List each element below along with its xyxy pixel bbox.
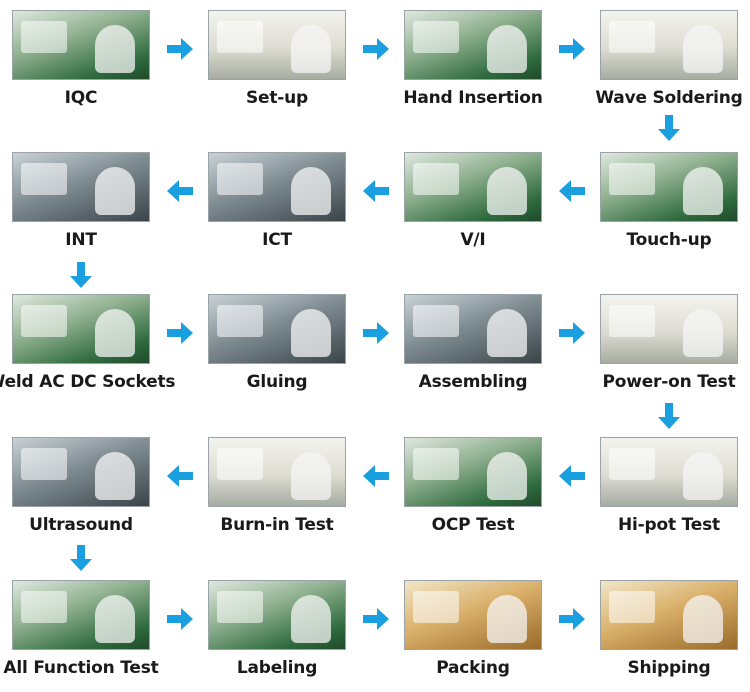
arrow-right-icon [167,38,193,60]
step-photo-wave-soldering [600,10,738,80]
step-photo-v-i [404,152,542,222]
arrow-right-icon [559,38,585,60]
arrow-left-icon [167,465,193,487]
step-photo-gluing [208,294,346,364]
arrow-right-icon [363,38,389,60]
step-photo-set-up [208,10,346,80]
arrow-right-icon [167,322,193,344]
step-label-packing: Packing [436,658,510,678]
step-label-touch-up: Touch-up [626,230,712,250]
step-label-gluing: Gluing [246,372,308,392]
step-photo-packing [404,580,542,650]
arrow-left-icon [363,465,389,487]
step-photo-iqc [12,10,150,80]
arrow-right-icon [559,608,585,630]
step-label-ultrasound: Ultrasound [29,515,133,535]
arrow-left-icon [559,465,585,487]
step-label-hi-pot-test: Hi-pot Test [618,515,720,535]
step-label-all-function-test: All Function Test [3,658,159,678]
arrow-left-icon [559,180,585,202]
arrow-right-icon [559,322,585,344]
step-label-ocp-test: OCP Test [431,515,515,535]
step-photo-power-on-test [600,294,738,364]
step-label-wave-soldering: Wave Soldering [595,88,743,108]
step-label-power-on-test: Power-on Test [602,372,736,392]
step-label-assembling: Assembling [418,372,528,392]
step-photo-burn-in-test [208,437,346,507]
step-photo-weld-ac-dc-sockets [12,294,150,364]
step-photo-touch-up [600,152,738,222]
step-label-v-i: V/I [460,230,486,250]
arrow-right-icon [363,322,389,344]
step-photo-int [12,152,150,222]
step-photo-ocp-test [404,437,542,507]
step-label-ict: ICT [262,230,292,250]
arrow-down-icon [70,262,92,288]
step-photo-assembling [404,294,542,364]
step-photo-labeling [208,580,346,650]
step-label-int: INT [65,230,97,250]
step-label-burn-in-test: Burn-in Test [220,515,334,535]
arrow-down-icon [658,403,680,429]
step-label-labeling: Labeling [236,658,318,678]
step-photo-all-function-test [12,580,150,650]
arrow-down-icon [658,115,680,141]
step-photo-hand-insertion [404,10,542,80]
arrow-down-icon [70,545,92,571]
step-photo-ict [208,152,346,222]
step-label-set-up: Set-up [245,88,309,108]
step-label-shipping: Shipping [627,658,711,678]
arrow-right-icon [363,608,389,630]
step-photo-ultrasound [12,437,150,507]
step-label-weld-ac-dc-sockets: Weld AC DC Sockets [0,372,176,392]
arrow-left-icon [167,180,193,202]
step-photo-hi-pot-test [600,437,738,507]
step-photo-shipping [600,580,738,650]
arrow-right-icon [167,608,193,630]
arrow-left-icon [363,180,389,202]
step-label-hand-insertion: Hand Insertion [403,88,543,108]
step-label-iqc: IQC [64,88,98,108]
